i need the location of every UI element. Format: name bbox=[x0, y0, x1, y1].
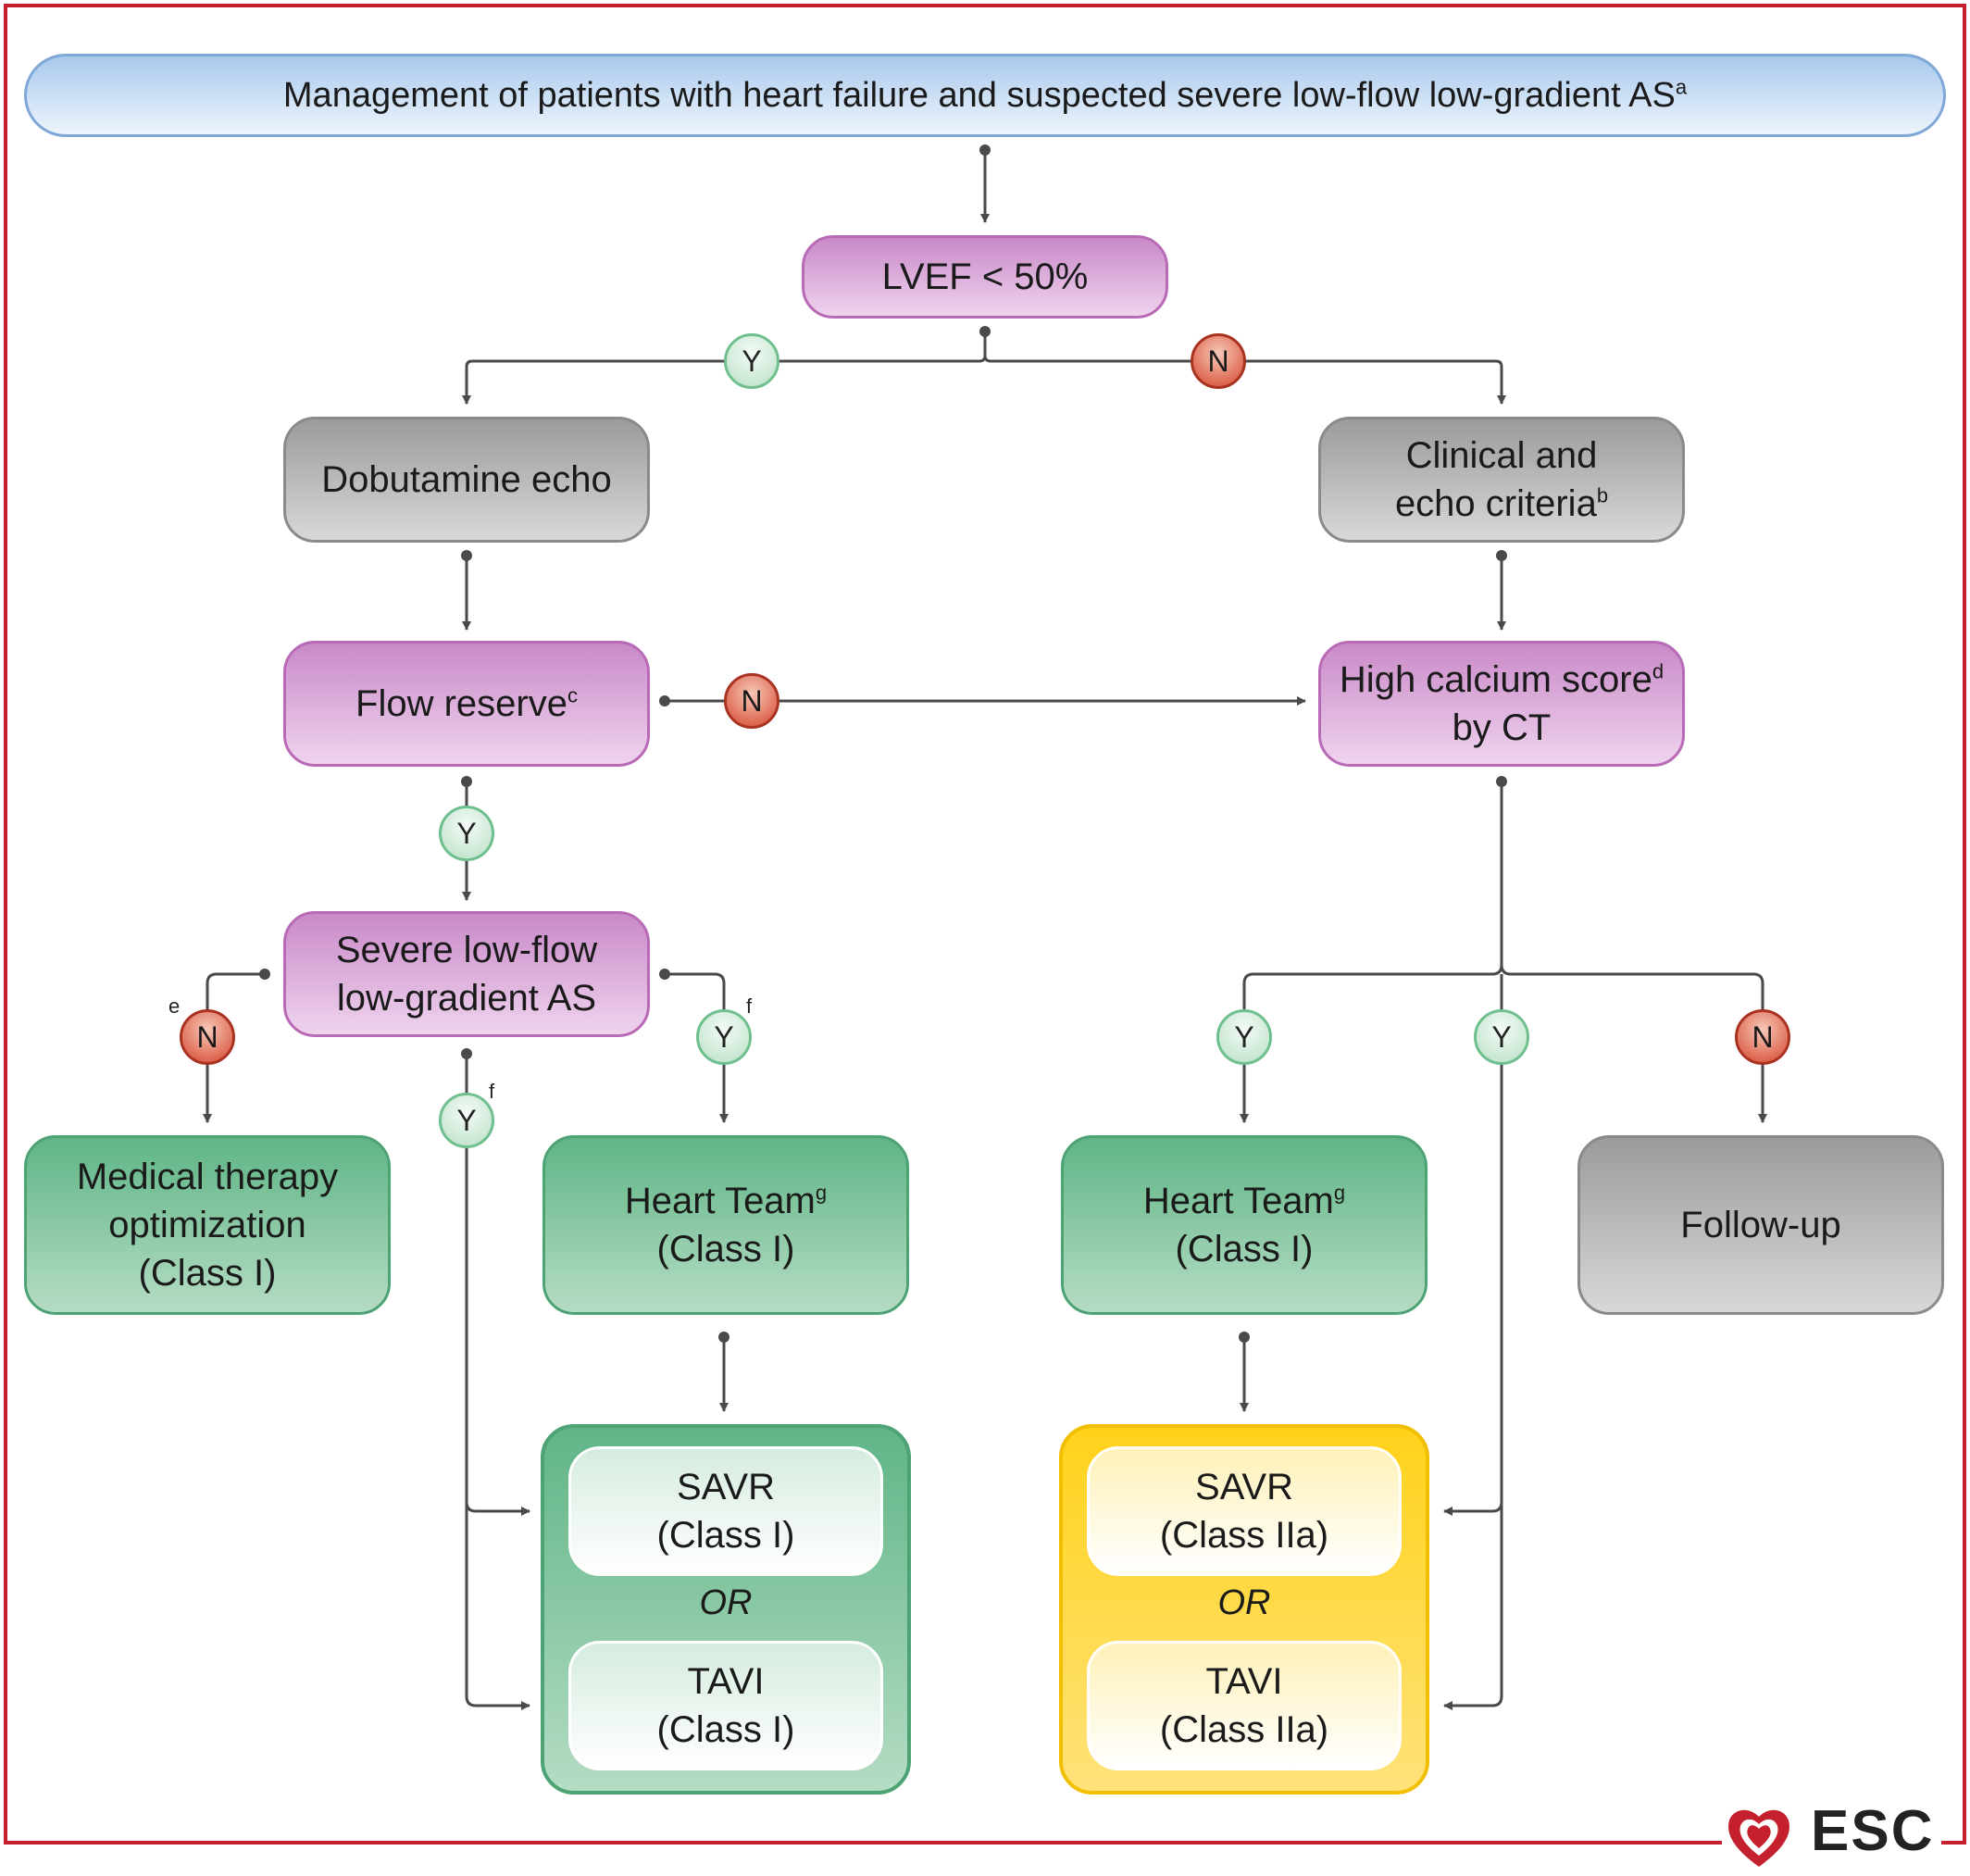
heart-team-left-label: Heart Team bbox=[624, 1181, 816, 1221]
heart-team-right-node: Heart Teamg (Class I) bbox=[1061, 1135, 1428, 1315]
dobutamine-echo-node: Dobutamine echo bbox=[283, 417, 650, 543]
severe-lflg-as-node: Severe low-flow low-gradient AS bbox=[283, 911, 650, 1037]
tavi-class-i-node: TAVI (Class I) bbox=[568, 1641, 883, 1770]
title-text: Management of patients with heart failur… bbox=[282, 76, 1676, 115]
severe-line1: Severe low-flow bbox=[335, 930, 598, 970]
calcium-line2: by CT bbox=[1452, 707, 1552, 748]
dobutamine-label: Dobutamine echo bbox=[321, 459, 612, 500]
no-badge-calcium: N bbox=[1735, 1009, 1790, 1065]
follow-up-node: Follow-up bbox=[1577, 1135, 1944, 1315]
page-title: Management of patients with heart failur… bbox=[24, 54, 1946, 137]
severe-line2: low-gradient AS bbox=[336, 978, 597, 1019]
calcium-line1: High calcium score bbox=[1339, 659, 1652, 700]
yes-badge-flow-reserve: Y bbox=[439, 806, 494, 861]
follow-up-label: Follow-up bbox=[1680, 1205, 1841, 1245]
clinical-line1: Clinical and bbox=[1405, 435, 1598, 476]
no-badge-severe: N bbox=[180, 1009, 235, 1065]
tavi-right-label: TAVI bbox=[1205, 1661, 1283, 1702]
savr-class-i-node: SAVR (Class I) bbox=[568, 1446, 883, 1576]
savr-right-label: SAVR bbox=[1195, 1467, 1293, 1507]
outer-frame bbox=[4, 4, 1966, 1845]
clinical-footnote: b bbox=[1596, 483, 1609, 507]
title-footnote: a bbox=[1675, 75, 1688, 99]
tavi-left-class: (Class I) bbox=[656, 1709, 795, 1750]
medical-line2: optimization bbox=[108, 1205, 306, 1245]
lvef-node: LVEF < 50% bbox=[802, 235, 1168, 319]
no-badge-flow-reserve: N bbox=[724, 673, 779, 729]
yes-badge-calcium-direct: Y bbox=[1474, 1009, 1529, 1065]
or-right-label: OR bbox=[1217, 1583, 1271, 1622]
clinical-line2: echo criteria bbox=[1394, 483, 1597, 524]
footnote-f-heart-team: f bbox=[746, 994, 753, 1018]
heart-team-left-footnote: g bbox=[815, 1181, 828, 1205]
flow-reserve-node: Flow reservec bbox=[283, 641, 650, 767]
flow-reserve-footnote: c bbox=[567, 683, 578, 707]
tavi-left-label: TAVI bbox=[687, 1661, 765, 1702]
yes-badge-calcium-heart-team: Y bbox=[1216, 1009, 1272, 1065]
footnote-f-direct: f bbox=[489, 1080, 495, 1103]
flow-reserve-label: Flow reserve bbox=[355, 683, 567, 724]
lvef-label: LVEF < 50% bbox=[881, 256, 1089, 297]
tavi-right-class: (Class IIa) bbox=[1159, 1709, 1329, 1750]
yes-badge-severe-direct: Y bbox=[439, 1093, 494, 1148]
calcium-footnote: d bbox=[1652, 659, 1665, 683]
yes-badge-severe-heart-team: Y bbox=[696, 1009, 752, 1065]
medical-line3: (Class I) bbox=[138, 1253, 277, 1294]
medical-line1: Medical therapy bbox=[76, 1157, 339, 1197]
savr-left-label: SAVR bbox=[677, 1467, 775, 1507]
yes-badge-lvef: Y bbox=[724, 333, 779, 389]
or-left-label: OR bbox=[699, 1583, 753, 1622]
heart-team-left-node: Heart Teamg (Class I) bbox=[542, 1135, 909, 1315]
heart-team-left-class: (Class I) bbox=[656, 1229, 795, 1269]
heart-team-right-footnote: g bbox=[1333, 1181, 1346, 1205]
heart-team-right-class: (Class I) bbox=[1175, 1229, 1314, 1269]
footnote-e: e bbox=[168, 994, 181, 1018]
savr-left-class: (Class I) bbox=[656, 1515, 795, 1556]
savr-right-class: (Class IIa) bbox=[1159, 1515, 1329, 1556]
no-badge-lvef: N bbox=[1191, 333, 1246, 389]
esc-logo-text: ESC bbox=[1803, 1798, 1942, 1864]
medical-therapy-node: Medical therapy optimization (Class I) bbox=[24, 1135, 391, 1315]
clinical-echo-criteria-node: Clinical and echo criteriab bbox=[1318, 417, 1685, 543]
heart-team-right-label: Heart Team bbox=[1142, 1181, 1334, 1221]
esc-heart-icon bbox=[1728, 1809, 1789, 1867]
savr-class-iia-node: SAVR (Class IIa) bbox=[1087, 1446, 1402, 1576]
calcium-score-node: High calcium scored by CT bbox=[1318, 641, 1685, 767]
tavi-class-iia-node: TAVI (Class IIa) bbox=[1087, 1641, 1402, 1770]
